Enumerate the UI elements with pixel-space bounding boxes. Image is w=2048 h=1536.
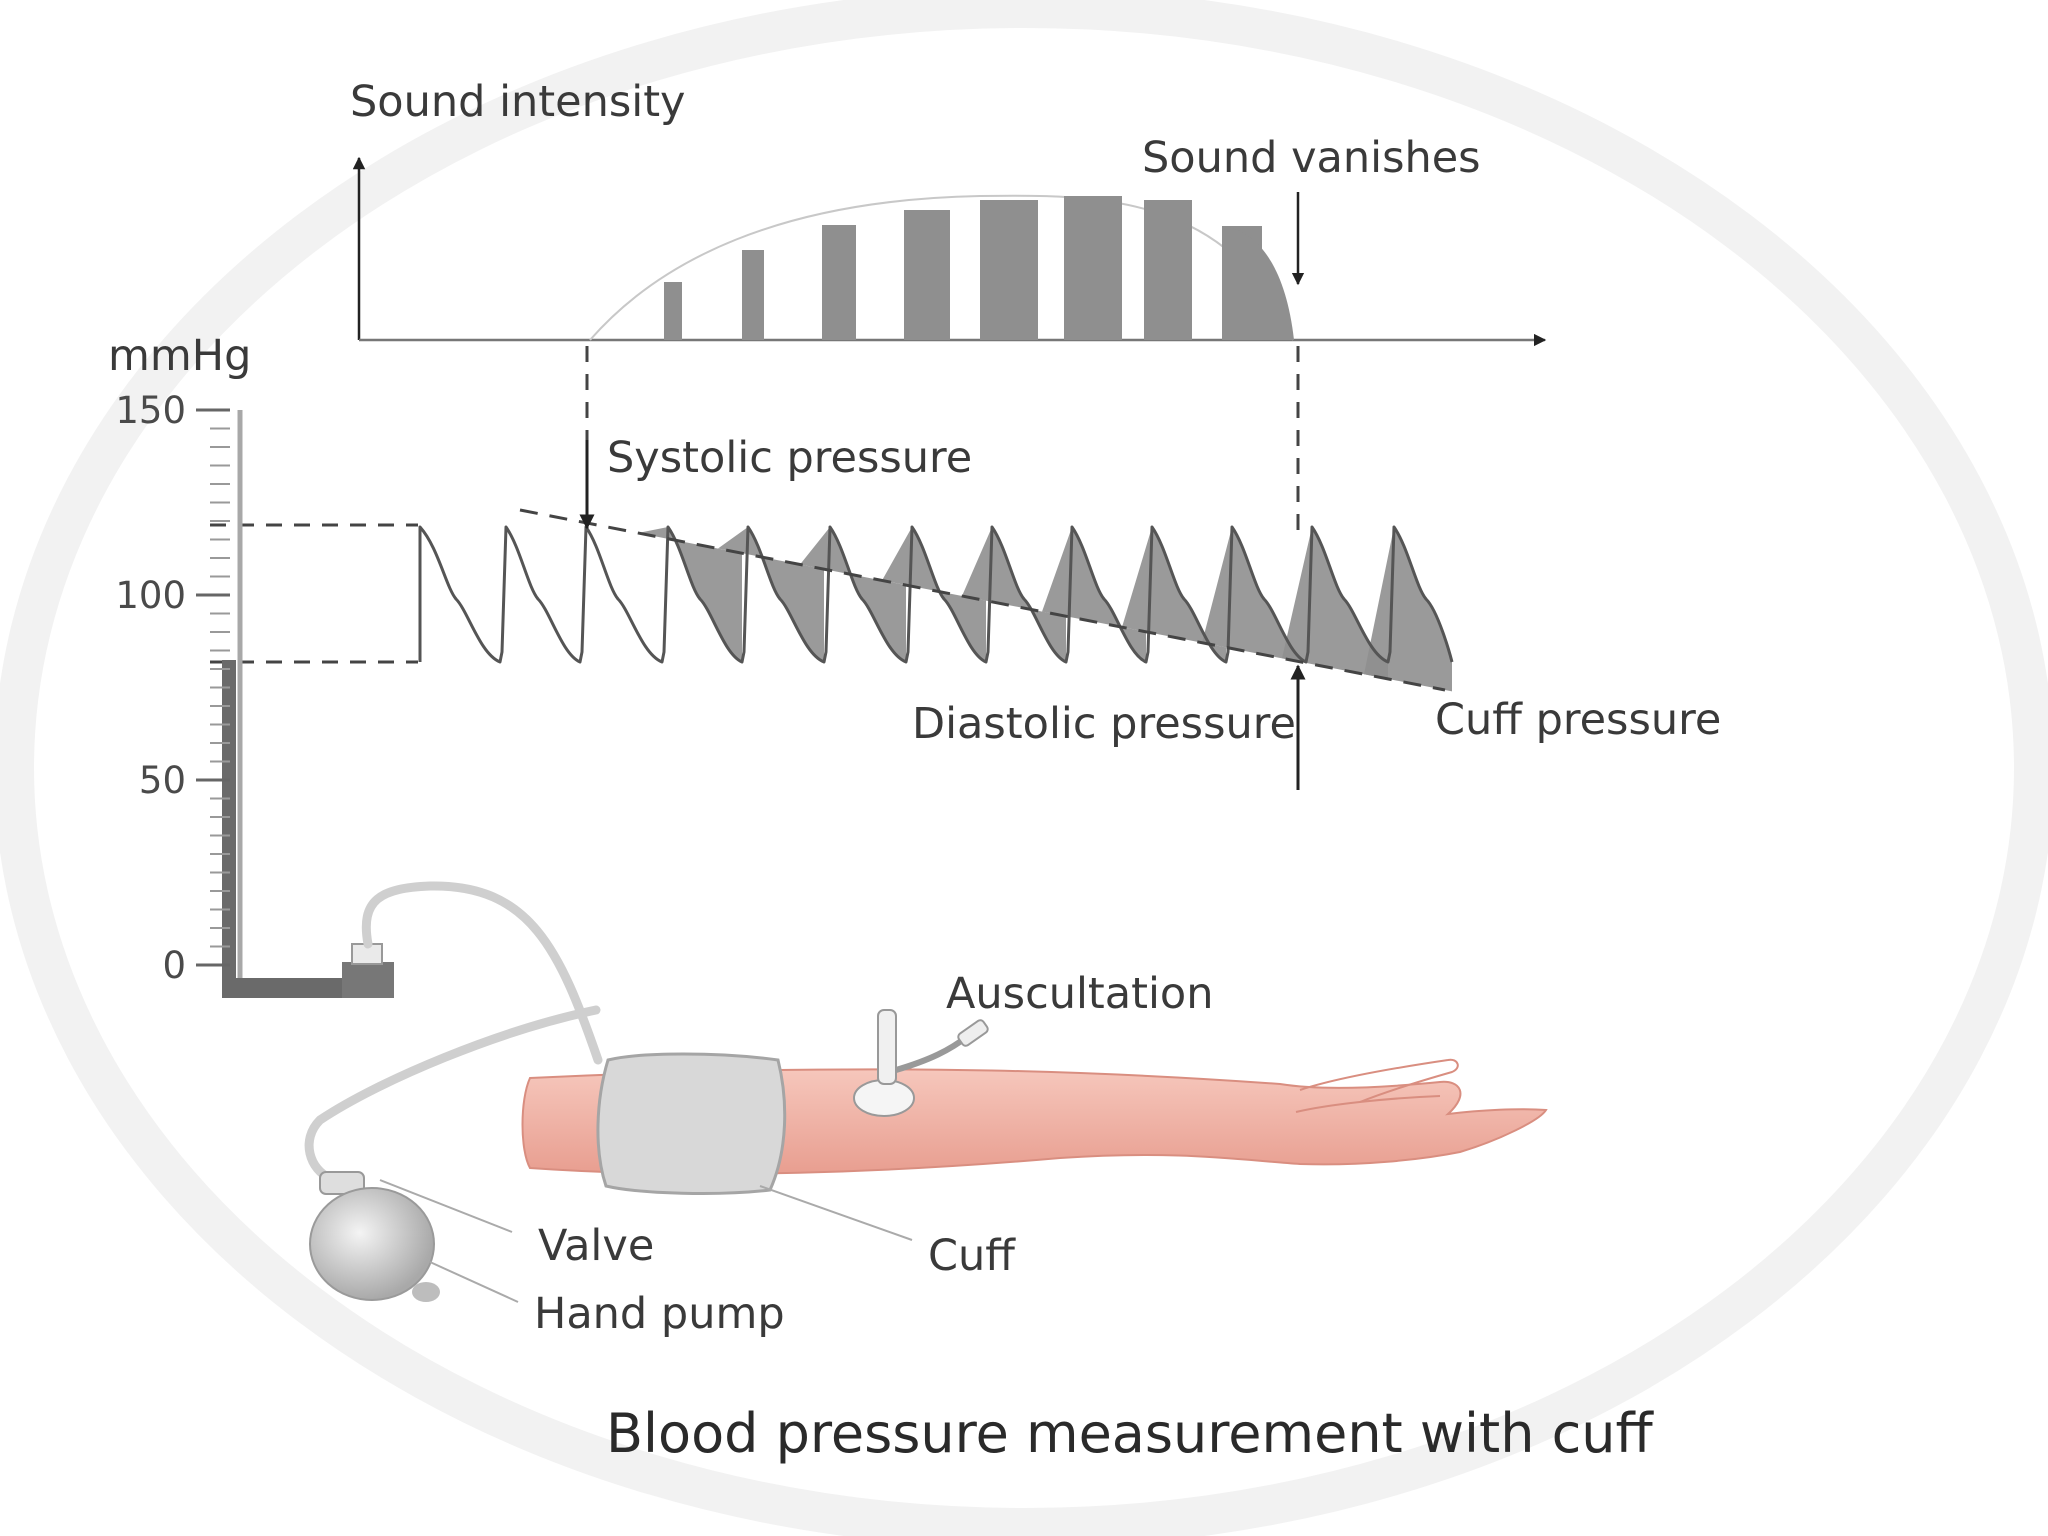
stethoscope-earpiece <box>957 1019 989 1047</box>
pulse-fill <box>962 527 1066 662</box>
sound-intensity-chart: Sound intensity Sound vanishes <box>350 77 1547 347</box>
pressure-chart: Systolic pressure Diastolic pressure Cuf… <box>418 433 1721 790</box>
pulse-waveform <box>418 525 1454 664</box>
cuff-leader <box>759 1185 913 1241</box>
pulse-fill <box>882 527 986 662</box>
unit-label: mmHg <box>108 331 251 381</box>
tick-label-50: 50 <box>139 759 186 802</box>
systolic-label: Systolic pressure <box>607 433 972 483</box>
tube-to-pump <box>304 1005 601 1183</box>
tick-label-150: 150 <box>115 389 186 432</box>
hand-pump <box>309 1171 440 1302</box>
mercury-column <box>222 660 236 990</box>
cuff-pressure-line <box>519 508 1446 692</box>
reservoir <box>342 962 394 998</box>
pump-bulb <box>309 1187 435 1301</box>
hand-pump-label: Hand pump <box>534 1289 785 1339</box>
sound-bar <box>1144 200 1192 340</box>
diastolic-label: Diastolic pressure <box>912 699 1296 749</box>
sound-bar <box>742 250 764 340</box>
sound-intensity-label: Sound intensity <box>350 77 686 127</box>
pump-end <box>412 1282 440 1302</box>
valve-label: Valve <box>538 1221 654 1271</box>
stethoscope-head <box>853 1079 915 1117</box>
sound-bar <box>664 282 682 340</box>
hand-thumb <box>1295 1095 1441 1113</box>
guide-lines <box>210 346 1300 664</box>
auscultation-label: Auscultation <box>946 969 1214 1019</box>
cuff-pressure-label: Cuff pressure <box>1435 695 1721 745</box>
caption: Blood pressure measurement with cuff <box>606 1402 1655 1465</box>
pulse-fill <box>1364 527 1452 692</box>
sound-bars <box>664 196 1294 340</box>
sound-bar <box>904 210 950 340</box>
measurement-apparatus: Auscultation Valve Hand pump Cuff <box>304 881 1548 1339</box>
tick-label-0: 0 <box>162 944 186 987</box>
sound-bar <box>1224 226 1294 340</box>
stethoscope-tube <box>895 1033 970 1073</box>
sound-bar <box>1064 196 1122 340</box>
sound-vanishes-label: Sound vanishes <box>1142 133 1481 183</box>
tube-to-manometer <box>361 881 603 1065</box>
pump-leader <box>429 1261 519 1303</box>
sound-envelope <box>589 194 1294 341</box>
cuff-label: Cuff <box>928 1231 1016 1281</box>
stethoscope <box>853 1009 989 1117</box>
stethoscope-stem <box>877 1009 897 1085</box>
valve-leader <box>379 1179 513 1233</box>
pulse-fill <box>1042 527 1146 662</box>
manometer: mmHg 150 100 50 0 <box>108 331 394 998</box>
sound-bar <box>980 200 1038 340</box>
hand-fingers <box>1299 1058 1459 1103</box>
tick-label-100: 100 <box>115 574 186 617</box>
cuff <box>596 1052 787 1195</box>
pulse-fill <box>638 527 742 662</box>
sound-bar <box>822 225 856 340</box>
